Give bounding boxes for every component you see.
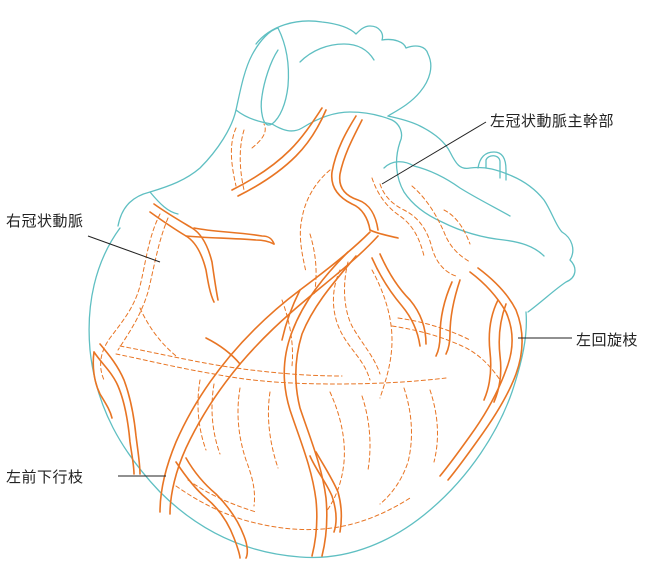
dashed-vessel: [345, 262, 380, 374]
dashed-vessel: [140, 308, 176, 356]
left-main-artery: [370, 230, 398, 238]
label-left-main-coronary-artery: 左冠状動脈主幹部: [490, 110, 614, 131]
dashed-vessel: [362, 396, 370, 470]
label-left-circumflex-artery: 左回旋枝: [576, 329, 638, 350]
obtuse-marginal-branch: [494, 304, 506, 402]
dashed-vessel: [116, 354, 446, 384]
right-marginal-branch: [93, 352, 112, 418]
dashed-vessel: [188, 480, 256, 512]
dashed-vessel: [372, 178, 424, 256]
svc-inner-outline: [236, 110, 272, 124]
dashed-vessel: [430, 390, 437, 462]
dashed-vessel: [268, 392, 278, 468]
dashed-vessel: [380, 388, 411, 504]
diagonal-branch: [380, 254, 426, 344]
dashed-vessel: [118, 218, 168, 350]
aorta-inner-outline: [300, 44, 374, 62]
apical-branch: [316, 452, 341, 532]
heart-body-outline: [89, 228, 526, 557]
dashed-vessel: [326, 392, 344, 512]
right-marginal-branch: [100, 344, 140, 474]
dashed-vessel: [252, 124, 265, 148]
apical-branch: [310, 456, 336, 532]
diagonal-branch: [372, 258, 420, 346]
right-marginal-branch: [94, 352, 134, 474]
left-main-artery: [332, 116, 370, 230]
right-coronary-artery: [194, 228, 274, 244]
diagonal-branch: [284, 252, 348, 556]
label-left-anterior-descending-artery: 左前下行枝: [6, 466, 84, 487]
dashed-vessel: [231, 128, 244, 190]
right-coronary-artery: [186, 236, 274, 244]
dashed-vessel: [310, 234, 316, 296]
dashed-vessel: [176, 486, 410, 530]
pulmonary-vein-outline: [478, 152, 506, 180]
anterior-arteries: [93, 108, 522, 558]
conus-branch: [232, 108, 322, 190]
dashed-vessel: [238, 388, 255, 506]
dashed-vessel: [198, 380, 220, 454]
aorta-outline: [256, 21, 431, 116]
label-right-coronary-artery: 右冠状動脈: [6, 210, 84, 231]
left-anterior-descending-artery: [170, 236, 378, 514]
left-main-artery: [340, 120, 378, 230]
right-coronary-artery: [150, 212, 214, 302]
dashed-vessel: [380, 184, 456, 276]
dashed-vessel: [120, 346, 342, 376]
leader-line-right-coronary: [88, 236, 160, 262]
right-atrium-outline: [118, 28, 278, 226]
aortic-root-outline: [272, 112, 402, 142]
obtuse-marginal-branch: [484, 300, 498, 400]
dashed-vessel: [444, 210, 470, 244]
left-circumflex-artery: [448, 268, 522, 480]
pulmonary-trunk-outline: [261, 28, 288, 125]
